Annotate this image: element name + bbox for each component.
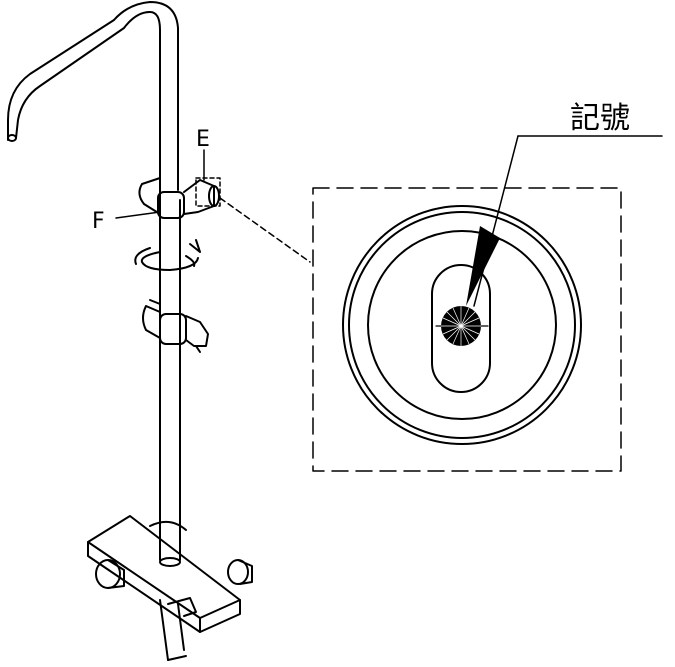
- label-f: F: [92, 209, 105, 234]
- mark-dot-hatch: [441, 306, 481, 346]
- label-e: E: [196, 127, 210, 152]
- right-knob: [227, 559, 253, 585]
- riser-pipe: [159, 199, 181, 567]
- mixer-shelf: [87, 515, 241, 633]
- tub-spout: [159, 597, 197, 661]
- mark-pointer: [466, 226, 500, 306]
- label-f-leader: [115, 211, 161, 219]
- rotation-arrow: [134, 239, 201, 271]
- detail-leader-line: [219, 197, 311, 263]
- slide-holder: [142, 299, 209, 353]
- detail-view: [342, 205, 582, 445]
- overhead-shower-arm: [7, 1, 179, 191]
- mark-leader: [473, 135, 663, 307]
- left-knob: [95, 559, 125, 589]
- label-mark: 記號: [570, 101, 630, 136]
- detail-callout-square: [195, 177, 221, 207]
- detail-box: [312, 187, 622, 472]
